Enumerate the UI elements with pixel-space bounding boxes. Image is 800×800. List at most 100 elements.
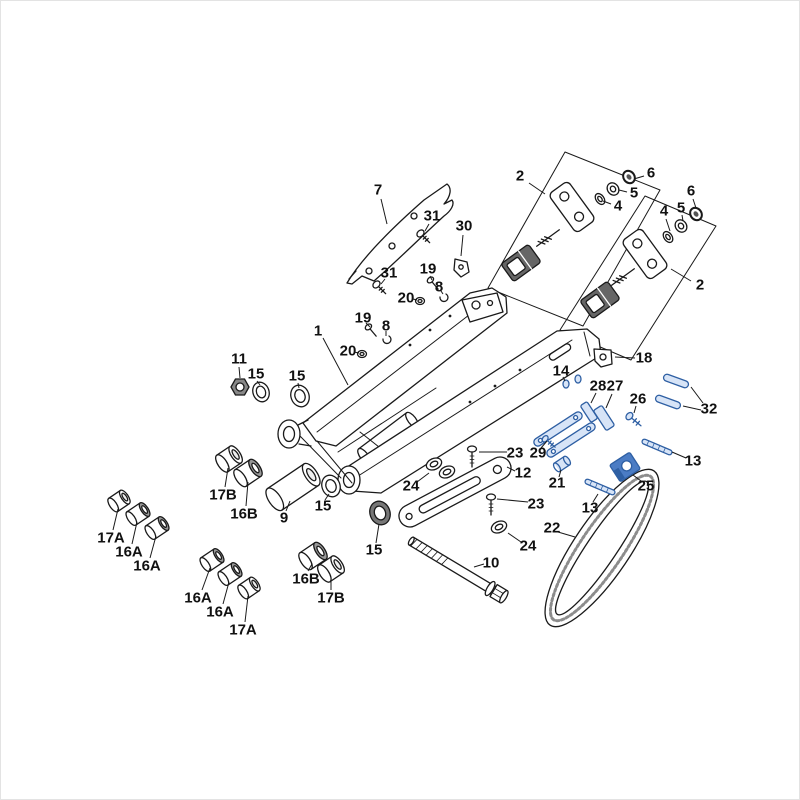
part-label-4: 4 <box>660 203 669 220</box>
leader-line <box>473 563 485 568</box>
part-label-29: 29 <box>530 445 547 462</box>
part-label-24: 24 <box>520 538 537 555</box>
part-label-16B: 16B <box>230 506 258 523</box>
part-label-32: 32 <box>701 401 718 418</box>
leader-line <box>256 380 261 386</box>
leader-line <box>605 393 613 409</box>
part-label-13: 13 <box>685 453 702 470</box>
leader-line <box>112 508 119 531</box>
line-art <box>107 151 717 628</box>
leader-line <box>692 198 697 209</box>
adjuster-stud-left <box>536 229 560 247</box>
part-drive-chain <box>544 468 660 628</box>
leader-line <box>238 366 241 379</box>
part-cap-nut-right <box>689 206 703 222</box>
part-nut-20a <box>414 296 426 306</box>
leader-line <box>670 268 692 282</box>
part-label-15: 15 <box>366 542 383 559</box>
part-label-18: 18 <box>636 350 653 367</box>
leader-line <box>149 535 157 559</box>
adjuster-stud-right <box>611 268 635 286</box>
part-washer-left <box>594 192 606 206</box>
leader-line <box>380 278 386 285</box>
part-label-2: 2 <box>516 168 524 185</box>
part-label-5: 5 <box>630 185 638 202</box>
part-bushing-16a-2 <box>144 515 170 541</box>
leader-line <box>322 337 349 386</box>
leader-line <box>671 451 687 459</box>
part-clip-8b <box>382 335 392 345</box>
part-washers-24a <box>425 457 456 479</box>
part-swingarm <box>277 287 602 495</box>
part-label-16B: 16B <box>292 571 320 588</box>
part-washer-24b <box>490 520 508 534</box>
part-washer-right <box>662 230 674 244</box>
part-label-27: 27 <box>607 378 624 395</box>
part-seal-ring-15c <box>321 474 341 498</box>
leader-line <box>633 175 645 180</box>
part-label-14: 14 <box>553 363 570 380</box>
part-dust-cap-17a-2 <box>237 576 261 600</box>
part-flange-nut <box>230 378 250 396</box>
part-label-16A: 16A <box>184 590 212 607</box>
part-bushing-16a-4 <box>217 561 243 587</box>
leader-line <box>324 493 330 501</box>
part-label-11: 11 <box>231 351 247 368</box>
leader-line <box>618 189 628 193</box>
part-label-12: 12 <box>515 465 532 482</box>
part-nut-left <box>606 182 620 196</box>
part-label-17B: 17B <box>209 487 237 504</box>
leader-line <box>244 595 249 623</box>
part-seal-ring-15b <box>290 384 310 408</box>
leader-line <box>562 376 566 382</box>
part-label-15: 15 <box>315 498 332 515</box>
part-label-13: 13 <box>582 500 599 517</box>
leader-line <box>440 290 444 295</box>
part-label-22: 22 <box>544 520 561 537</box>
part-hook-bracket <box>453 258 470 278</box>
part-label-4: 4 <box>614 198 623 215</box>
leader-line <box>506 466 516 472</box>
leader-line <box>224 467 229 488</box>
part-screw-26 <box>625 411 642 427</box>
leader-line <box>380 198 388 225</box>
part-label-16A: 16A <box>133 558 161 575</box>
leader-line <box>307 563 313 572</box>
leader-line <box>558 469 562 478</box>
part-label-15: 15 <box>248 366 265 383</box>
part-label-8: 8 <box>435 279 443 296</box>
part-label-6: 6 <box>687 183 695 200</box>
part-nut-20b <box>356 349 368 359</box>
part-nut-right <box>674 219 688 233</box>
leader-line <box>528 182 546 195</box>
part-screw-31a <box>416 229 431 244</box>
leader-line <box>690 386 704 404</box>
part-bolt-19b <box>364 323 377 337</box>
blue-parts <box>533 373 690 496</box>
part-seal-ring-15a <box>252 381 270 403</box>
part-cap-nut-left <box>622 169 636 185</box>
part-label-19: 19 <box>355 310 372 327</box>
leader-line <box>416 472 430 483</box>
leader-line <box>682 405 702 411</box>
part-label-24: 24 <box>403 478 420 495</box>
part-label-5: 5 <box>677 200 685 217</box>
part-adjuster-plate-right <box>622 228 668 280</box>
part-dust-cap-17b-1 <box>214 445 244 473</box>
leader-line <box>602 200 612 205</box>
leader-line <box>540 440 548 449</box>
part-dust-cap-17a-1 <box>107 489 131 513</box>
part-label-17A: 17A <box>229 622 257 639</box>
part-label-16A: 16A <box>206 604 234 621</box>
leader-line <box>285 500 291 512</box>
leader-line <box>245 481 249 507</box>
part-bushing-16b-1 <box>233 458 263 488</box>
part-label-26: 26 <box>630 391 647 408</box>
part-screw-31b <box>372 280 387 295</box>
leader-line <box>424 223 430 232</box>
part-label-30: 30 <box>456 218 473 235</box>
leader-line <box>353 351 360 354</box>
leader-line <box>365 322 371 328</box>
